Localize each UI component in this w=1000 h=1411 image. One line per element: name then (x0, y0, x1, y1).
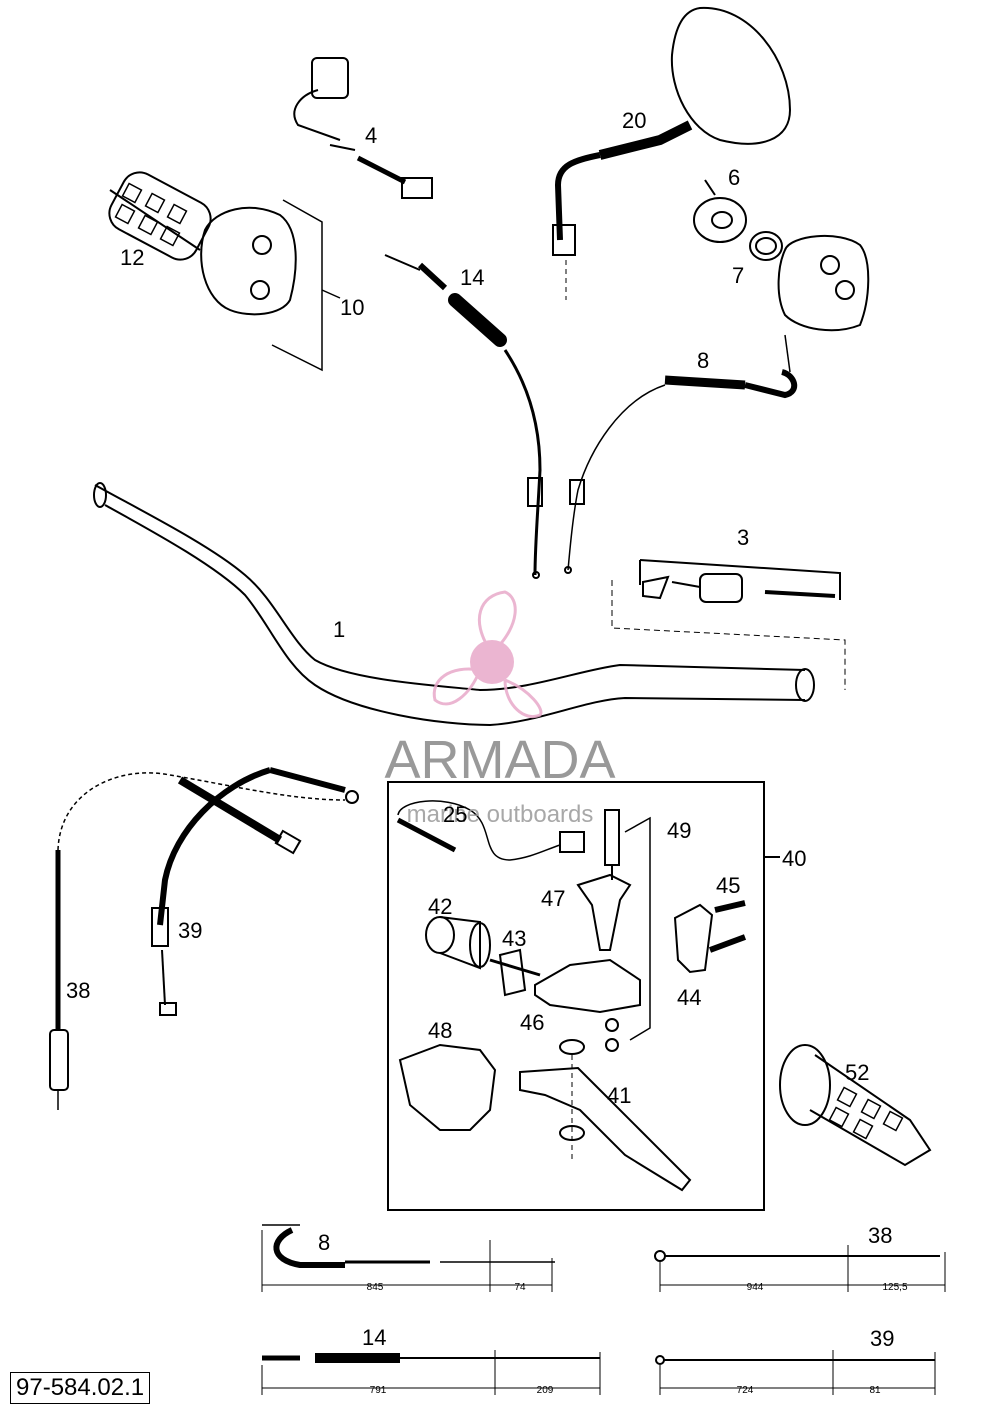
label-48: 48 (428, 1018, 452, 1043)
lever-bracket (534, 809, 747, 1052)
label-40: 40 (782, 846, 806, 871)
switch-parts-6-7 (693, 179, 870, 332)
lever-cover (398, 1043, 497, 1131)
label-20: 20 (622, 108, 646, 133)
label-38: 38 (66, 978, 90, 1003)
label-cable-8: 8 (318, 1230, 330, 1255)
dim-38-end: 125,5 (882, 1282, 907, 1293)
label-14: 14 (460, 265, 484, 290)
reference-code: 97-584.02.1 (10, 1372, 151, 1404)
label-25: 25 (443, 802, 467, 827)
dim-8-main: 845 (367, 1282, 384, 1293)
label-6: 6 (728, 165, 740, 190)
label-8: 8 (697, 348, 709, 373)
label-cable-14: 14 (362, 1325, 386, 1350)
label-49: 49 (667, 818, 691, 843)
clutch-assembly-frame (387, 781, 780, 1211)
label-10: 10 (340, 295, 364, 320)
armada-watermark: ARMADA marine outboards (384, 590, 616, 828)
cable-spec-14 (261, 1350, 601, 1395)
throttle-grip-assembly (108, 171, 341, 372)
handlebar (93, 482, 815, 727)
label-4: 4 (365, 123, 377, 148)
adjuster-42-43 (425, 916, 541, 997)
label-42: 42 (428, 894, 452, 919)
label-44: 44 (677, 985, 701, 1010)
part-labels: 1 3 4 6 7 8 10 12 14 20 25 38 39 40 41 4… (66, 108, 894, 1351)
label-12: 12 (120, 245, 144, 270)
label-47: 47 (541, 886, 565, 911)
cable-spec-8 (261, 1224, 555, 1292)
dim-39-end: 81 (869, 1385, 881, 1396)
choke-cable (564, 334, 798, 574)
cable-39 (151, 767, 359, 1016)
dim-14-main: 791 (370, 1385, 387, 1396)
label-43: 43 (502, 926, 526, 951)
dimension-values: 845 74 944 125,5 791 209 724 81 (367, 1282, 908, 1396)
label-41: 41 (607, 1083, 631, 1108)
watermark-brand: ARMADA (384, 730, 615, 790)
mirror (552, 6, 792, 300)
watermark-tagline: marine outboards (407, 801, 594, 828)
label-45: 45 (716, 873, 740, 898)
cable-spec-38 (654, 1245, 946, 1292)
left-grip (779, 1044, 932, 1167)
label-7: 7 (732, 263, 744, 288)
label-cable-38: 38 (868, 1223, 892, 1248)
label-39: 39 (178, 918, 202, 943)
throttle-cable (384, 254, 543, 579)
label-52: 52 (845, 1060, 869, 1085)
clutch-cable-left (49, 772, 346, 1110)
clamp-set (611, 559, 846, 690)
dim-8-end: 74 (514, 1282, 526, 1293)
clutch-switch-25 (396, 800, 585, 861)
label-46: 46 (520, 1010, 544, 1035)
dim-38-main: 944 (747, 1282, 764, 1293)
label-3: 3 (737, 525, 749, 550)
dim-14-end: 209 (537, 1385, 554, 1396)
clutch-lever (519, 1039, 692, 1192)
cable-spec-39 (655, 1350, 936, 1395)
label-cable-39: 39 (870, 1326, 894, 1351)
dim-39-main: 724 (737, 1385, 754, 1396)
kill-switch (293, 57, 433, 199)
label-1: 1 (333, 617, 345, 642)
